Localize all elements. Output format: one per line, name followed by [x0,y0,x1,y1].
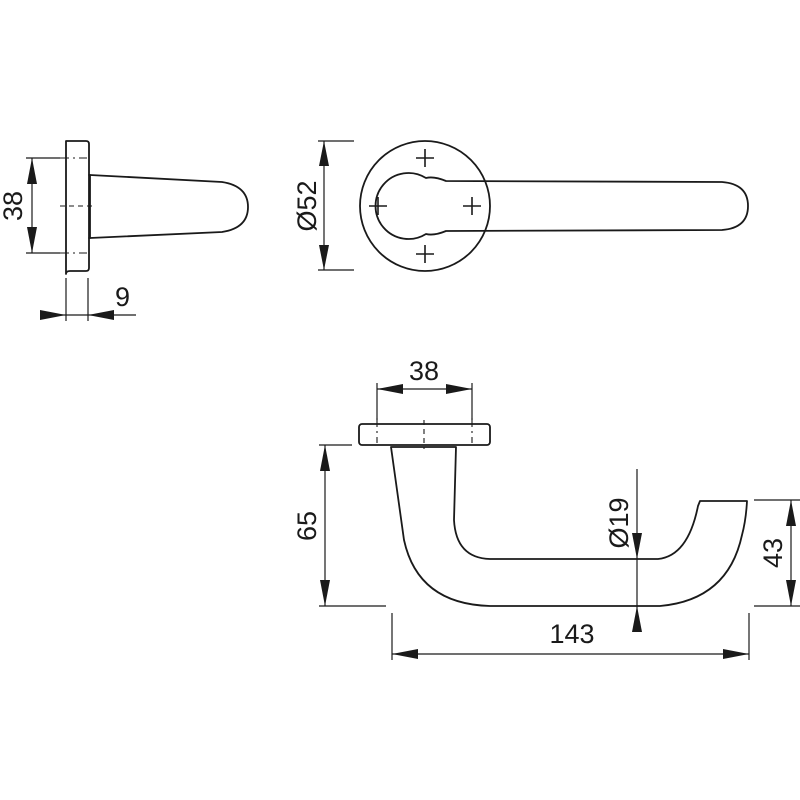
side-view: 38 9 [0,140,249,321]
arrow-head [632,533,642,559]
dim-label-diameter-52: Ø52 [292,180,322,231]
arrow-head [786,500,796,526]
front-lever-outline [374,172,749,240]
arrow-head [27,158,37,184]
top-view: 38 65 Ø19 143 43 [292,356,800,660]
side-lever-body [88,174,249,239]
dim-label-143: 143 [549,619,594,649]
arrow-head [88,310,114,320]
screw-cross-right [463,197,481,215]
arrow-head [319,141,329,166]
dim-label-38-top: 38 [409,356,439,386]
arrow-head [377,384,403,394]
dim-label-43: 43 [758,538,788,568]
arrow-head [446,384,472,394]
side-rose-plate [65,140,90,275]
arrow-head [320,580,330,606]
dim-label-diameter-19: Ø19 [604,497,634,548]
arrow-head [320,445,330,471]
top-lever-outline [390,446,748,607]
arrow-head [319,245,329,270]
front-rose-circle [359,140,491,272]
arrow-head [392,649,418,659]
screw-cross-bottom [416,245,434,263]
arrow-head [786,580,796,606]
arrow-head [723,649,749,659]
dim-label-9: 9 [115,282,130,312]
screw-cross-left [369,197,387,215]
screw-cross-top [416,149,434,167]
front-view: Ø52 [292,140,749,272]
dim-label-65: 65 [292,511,322,541]
arrow-head [27,227,37,253]
arrow-head [40,310,66,320]
arrow-head [632,606,642,632]
dim-label-38-side: 38 [0,191,28,221]
